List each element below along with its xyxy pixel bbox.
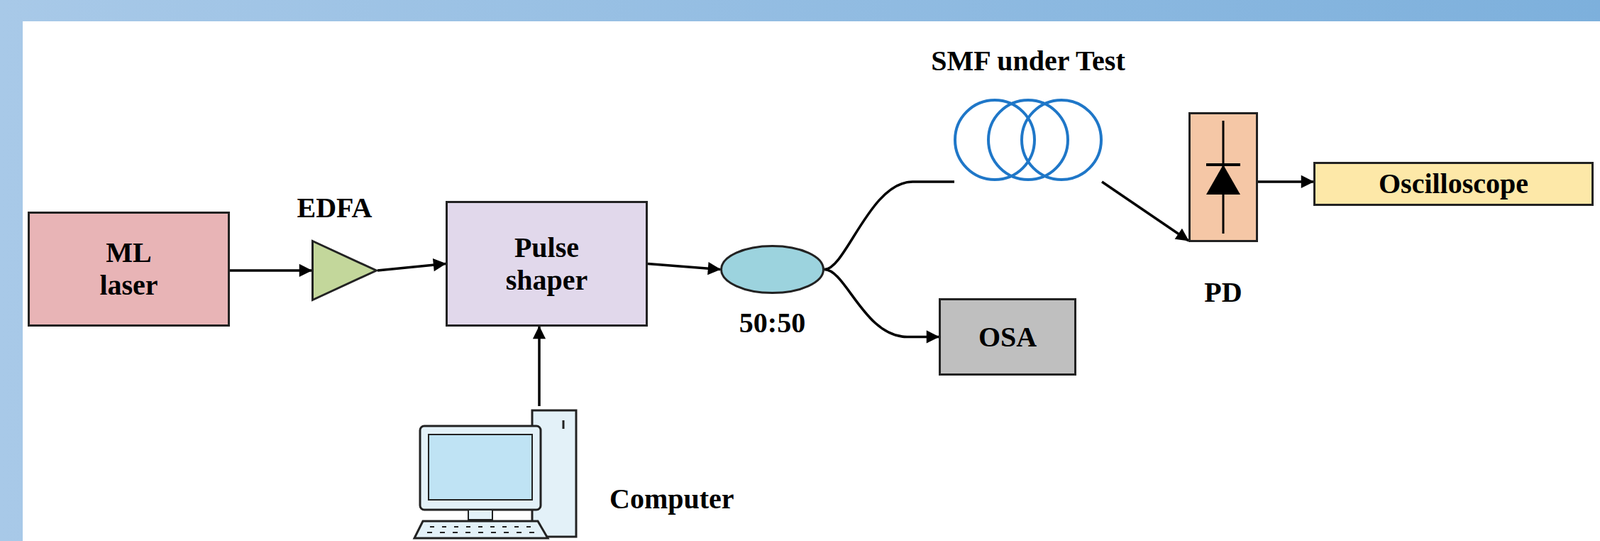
shape-outline (720, 244, 825, 294)
pulse-shaper-box: Pulse shaper (445, 200, 648, 327)
node-label: PD (1204, 276, 1242, 309)
optical-connection (1258, 180, 1314, 184)
shape-outline (954, 97, 1102, 184)
shape-outline (311, 239, 378, 301)
node-label: 50:50 (739, 306, 806, 340)
oscilloscope-box: Oscilloscope (1313, 161, 1594, 206)
fiber-spool: SMF under Test (954, 97, 1102, 184)
osa-box: OSA (938, 298, 1077, 376)
node-label: ML laser (75, 236, 183, 302)
coupler-ellipse: 50:50 (720, 244, 825, 294)
optical-connection (824, 181, 955, 270)
node-label: Oscilloscope (1378, 167, 1529, 201)
optical-connection (1101, 181, 1189, 241)
optical-connection (537, 326, 541, 406)
node-label: EDFA (297, 191, 373, 225)
optical-connection (824, 269, 939, 338)
shape-outline (1188, 112, 1259, 242)
photodiode-box: PD (1188, 112, 1259, 242)
laser-box: ML laser (27, 211, 230, 327)
node-label: OSA (978, 320, 1037, 354)
computer-icon: Computer (412, 405, 580, 540)
node-label: Computer (609, 482, 735, 516)
optical-connection (229, 268, 312, 272)
node-label: SMF under Test (930, 44, 1125, 78)
optical-connection (377, 263, 446, 272)
shape-outline (412, 405, 580, 540)
node-label: Pulse shaper (476, 231, 619, 297)
amplifier-triangle: EDFA (311, 239, 378, 301)
optical-connection (647, 263, 721, 270)
